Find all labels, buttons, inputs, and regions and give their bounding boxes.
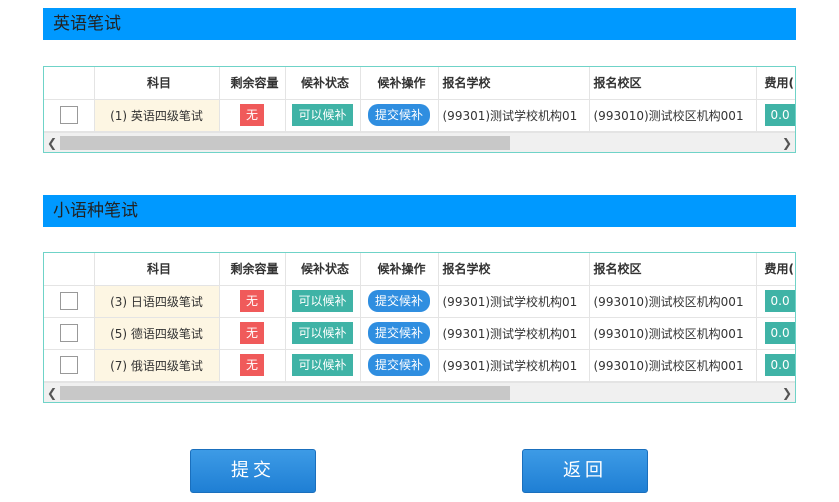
capacity-badge: 无 <box>239 104 264 126</box>
back-button[interactable]: 返回 <box>522 449 648 493</box>
school-cell: (99301)测试学校机构01 <box>438 349 590 382</box>
submit-waitlist-button[interactable]: 提交候补 <box>367 354 430 376</box>
section-title-english: 英语笔试 <box>43 8 796 40</box>
subject-cell: (5) 德语四级笔试 <box>94 317 220 350</box>
school-cell: (99301)测试学校机构01 <box>438 285 590 318</box>
fee-badge: 0.0 <box>764 322 795 344</box>
campus-cell: (993010)测试校区机构001 <box>589 349 757 382</box>
fee-badge: 0.0 <box>764 104 795 126</box>
school-cell: (99301)测试学校机构01 <box>438 317 590 350</box>
subject-cell: (7) 俄语四级笔试 <box>94 349 220 382</box>
chevron-left-icon[interactable]: ❮ <box>46 135 58 150</box>
submit-waitlist-button[interactable]: 提交候补 <box>367 322 430 344</box>
table-row: (5) 德语四级笔试 无 可以候补 提交候补 (99301)测试学校机构01 (… <box>44 317 795 350</box>
table-row: (1) 英语四级笔试 无 可以候补 提交候补 (99301)测试学校机构01 (… <box>44 99 795 132</box>
chevron-left-icon[interactable]: ❮ <box>46 385 58 400</box>
table-row: (7) 俄语四级笔试 无 可以候补 提交候补 (99301)测试学校机构01 (… <box>44 349 795 382</box>
horizontal-scrollbar[interactable]: ❮ ❯ <box>44 381 795 402</box>
scroll-thumb[interactable] <box>60 385 510 400</box>
header-waitlist-action: 候补操作 <box>360 67 439 100</box>
header-checkbox-col <box>44 67 95 100</box>
campus-cell: (993010)测试校区机构001 <box>589 99 757 132</box>
horizontal-scrollbar[interactable]: ❮ ❯ <box>44 131 795 152</box>
chevron-right-icon[interactable]: ❯ <box>781 385 793 400</box>
capacity-badge: 无 <box>239 322 264 344</box>
table-header-row: 科目 剩余容量 候补状态 候补操作 报名学校 报名校区 费用( <box>44 253 795 286</box>
row-checkbox[interactable] <box>59 356 78 374</box>
campus-cell: (993010)测试校区机构001 <box>589 317 757 350</box>
header-campus: 报名校区 <box>589 67 757 100</box>
row-checkbox[interactable] <box>59 324 78 342</box>
header-waitlist-action: 候补操作 <box>360 253 439 286</box>
row-checkbox[interactable] <box>59 292 78 310</box>
row-checkbox[interactable] <box>59 106 78 124</box>
header-school: 报名学校 <box>438 253 590 286</box>
header-waitlist-status: 候补状态 <box>285 67 361 100</box>
waitlist-status-badge: 可以候补 <box>292 104 353 126</box>
header-subject: 科目 <box>94 67 220 100</box>
subject-cell: (1) 英语四级笔试 <box>94 99 220 132</box>
waitlist-status-badge: 可以候补 <box>292 354 353 376</box>
school-cell: (99301)测试学校机构01 <box>438 99 590 132</box>
header-school: 报名学校 <box>438 67 590 100</box>
minor-language-exam-table: 科目 剩余容量 候补状态 候补操作 报名学校 报名校区 费用( (3) 日语四级… <box>43 252 796 403</box>
subject-cell: (3) 日语四级笔试 <box>94 285 220 318</box>
header-campus: 报名校区 <box>589 253 757 286</box>
table-header-row: 科目 剩余容量 候补状态 候补操作 报名学校 报名校区 费用( <box>44 67 795 100</box>
submit-waitlist-button[interactable]: 提交候补 <box>367 104 430 126</box>
section-title-minor-languages: 小语种笔试 <box>43 195 796 227</box>
header-fee: 费用( <box>756 253 795 286</box>
header-capacity: 剩余容量 <box>219 253 286 286</box>
english-exam-table: 科目 剩余容量 候补状态 候补操作 报名学校 报名校区 费用( (1) 英语四级… <box>43 66 796 153</box>
capacity-badge: 无 <box>239 354 264 376</box>
scroll-thumb[interactable] <box>60 135 510 150</box>
header-checkbox-col <box>44 253 95 286</box>
fee-badge: 0.0 <box>764 354 795 376</box>
header-capacity: 剩余容量 <box>219 67 286 100</box>
campus-cell: (993010)测试校区机构001 <box>589 285 757 318</box>
table-row: (3) 日语四级笔试 无 可以候补 提交候补 (99301)测试学校机构01 (… <box>44 285 795 318</box>
fee-badge: 0.0 <box>764 290 795 312</box>
header-subject: 科目 <box>94 253 220 286</box>
header-fee: 费用( <box>756 67 795 100</box>
waitlist-status-badge: 可以候补 <box>292 322 353 344</box>
header-waitlist-status: 候补状态 <box>285 253 361 286</box>
submit-button[interactable]: 提交 <box>190 449 316 493</box>
submit-waitlist-button[interactable]: 提交候补 <box>367 290 430 312</box>
chevron-right-icon[interactable]: ❯ <box>781 135 793 150</box>
waitlist-status-badge: 可以候补 <box>292 290 353 312</box>
capacity-badge: 无 <box>239 290 264 312</box>
